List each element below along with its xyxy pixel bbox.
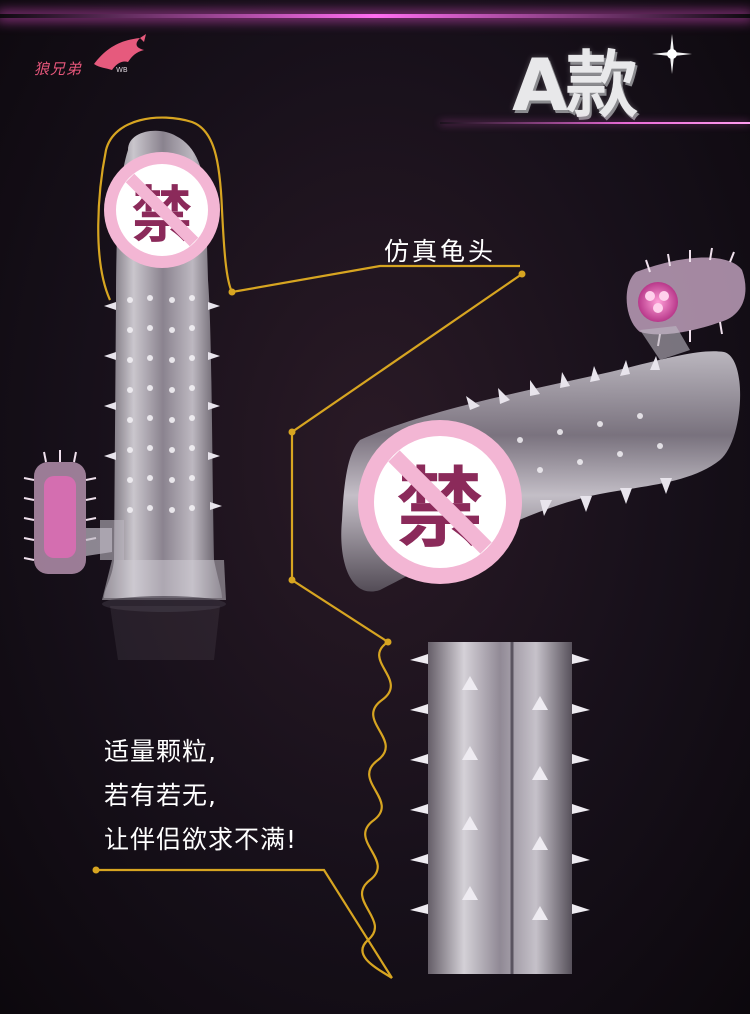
callout-realistic-head: 仿真龟头 (384, 237, 497, 266)
wolf-head-icon (94, 34, 146, 70)
model-title: A款 (512, 43, 638, 127)
feature-copy: 适量颗粒, 若有若无, 让伴侣欲求不满! (104, 730, 297, 862)
title-underline (440, 122, 750, 124)
censor-sticker-left: 禁 (104, 152, 220, 268)
brand-abbr: WB (116, 66, 128, 74)
copy-line-2: 若有若无, (104, 781, 217, 810)
censor-sticker-right: 禁 (358, 420, 522, 584)
top-glow-line (0, 14, 750, 18)
sparkle-icon (652, 34, 692, 74)
sleeve-closeup (410, 642, 590, 974)
vibrator-bullet-right (626, 247, 746, 360)
callout-dots (92, 270, 526, 874)
copy-line-1: 适量颗粒, (104, 737, 217, 766)
brand-name: 狼兄弟 (34, 60, 83, 78)
copy-line-3: 让伴侣欲求不满! (104, 825, 298, 854)
vibrator-bullet-left (23, 450, 112, 574)
callout-lines (96, 116, 523, 979)
